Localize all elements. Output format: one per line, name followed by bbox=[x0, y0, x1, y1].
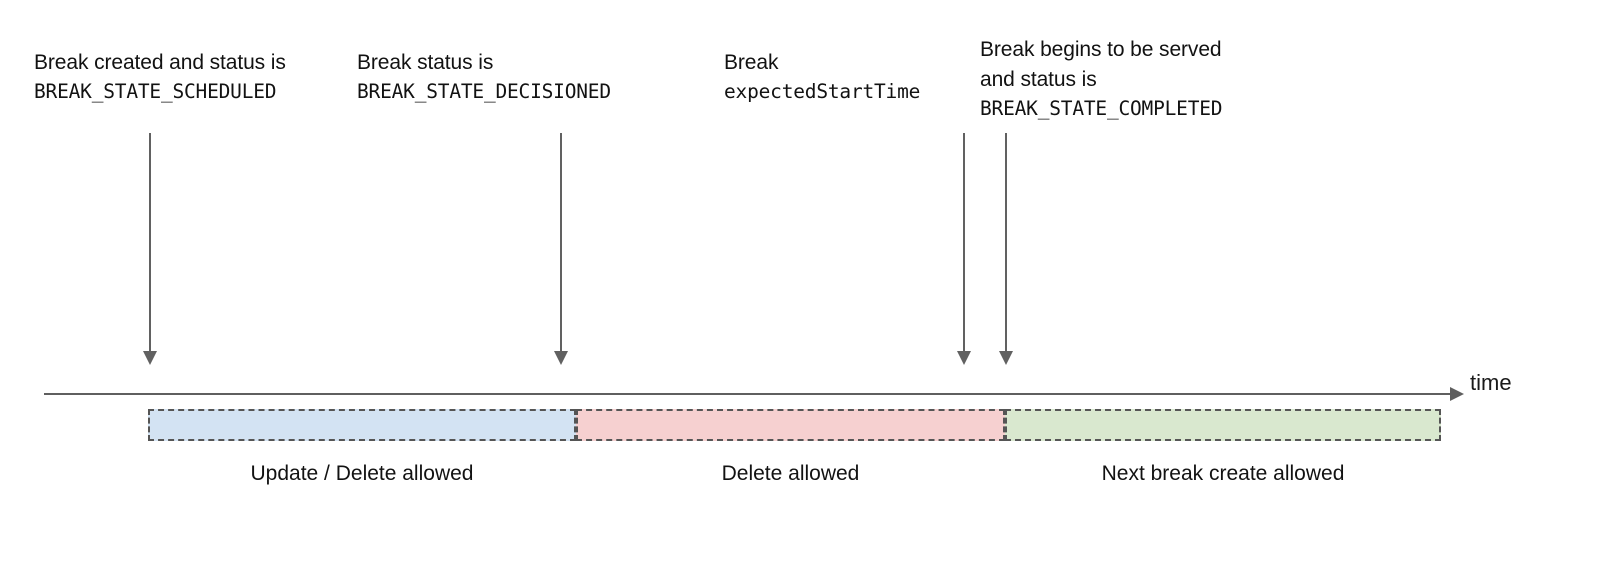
phase-bar-update-delete bbox=[148, 409, 576, 441]
annotation-completed-line-2: and status is bbox=[980, 67, 1097, 91]
phase-caption-next-break-create: Next break create allowed bbox=[1101, 462, 1345, 485]
annotation-completed: Break begins to be served and status is … bbox=[980, 35, 1223, 122]
annotation-expected-start-line-1: Break bbox=[724, 51, 779, 74]
arrow-right-icon bbox=[1450, 387, 1464, 401]
annotation-expected-start-time: Break expectedStartTime bbox=[724, 48, 920, 106]
arrow-down-icon bbox=[957, 351, 971, 365]
marker-arrow-expected-start-time bbox=[955, 133, 973, 365]
annotation-scheduled-line-1: Break created and status is bbox=[34, 51, 286, 74]
phase-bar-next-break-create bbox=[1005, 409, 1441, 441]
annotation-scheduled-line-2: BREAK_STATE_SCHEDULED bbox=[34, 79, 277, 103]
annotation-decisioned-line-2: BREAK_STATE_DECISIONED bbox=[357, 79, 611, 103]
annotation-decisioned-line-1: Break status is bbox=[357, 51, 494, 74]
arrow-down-icon bbox=[999, 351, 1013, 365]
marker-arrow-completed bbox=[997, 133, 1015, 365]
arrow-down-icon bbox=[143, 351, 157, 365]
annotation-completed-line-3: BREAK_STATE_COMPLETED bbox=[980, 96, 1223, 120]
arrow-down-icon bbox=[554, 351, 568, 365]
annotation-completed-line-1: Break begins to be served bbox=[980, 38, 1222, 61]
phase-bar-delete bbox=[576, 409, 1005, 441]
annotation-scheduled: Break created and status is BREAK_STATE_… bbox=[34, 48, 286, 106]
marker-shaft bbox=[963, 133, 965, 351]
phase-caption-delete: Delete allowed bbox=[721, 462, 860, 485]
annotation-decisioned: Break status is BREAK_STATE_DECISIONED bbox=[357, 48, 611, 106]
marker-shaft bbox=[1005, 133, 1007, 351]
time-axis-label: time bbox=[1470, 370, 1512, 395]
marker-shaft bbox=[149, 133, 151, 351]
marker-arrow-scheduled bbox=[141, 133, 159, 365]
time-axis-line bbox=[44, 393, 1456, 395]
phase-caption-update-delete: Update / Delete allowed bbox=[250, 462, 474, 485]
annotation-expected-start-line-2: expectedStartTime bbox=[724, 79, 921, 103]
marker-arrow-decisioned bbox=[552, 133, 570, 365]
marker-shaft bbox=[560, 133, 562, 351]
